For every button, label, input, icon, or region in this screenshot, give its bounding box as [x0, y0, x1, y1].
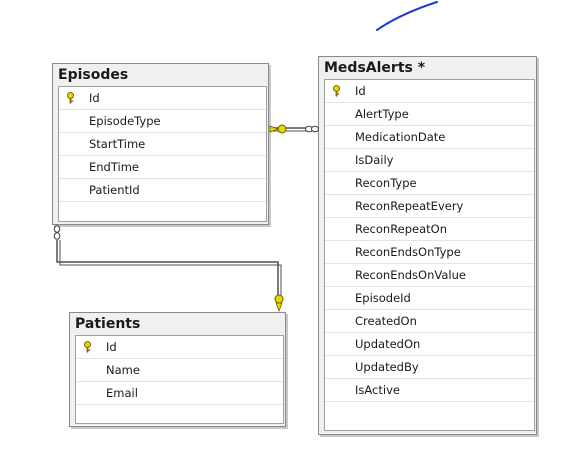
- column-label: EpisodeId: [355, 291, 411, 305]
- column-label: AlertType: [355, 107, 409, 121]
- column-row-alerttype[interactable]: AlertType: [325, 103, 534, 126]
- relationship-line: [56, 240, 279, 296]
- relationship-episodes-patients[interactable]: [53, 225, 284, 313]
- table-title[interactable]: MedsAlerts *: [324, 60, 426, 76]
- column-row-createdon[interactable]: CreatedOn: [325, 310, 534, 333]
- column-label: ReconEndsOnType: [355, 245, 461, 259]
- table-title[interactable]: Episodes: [58, 67, 129, 83]
- column-label: Id: [355, 84, 366, 98]
- column-label: MedicationDate: [355, 130, 446, 144]
- column-row-updatedon[interactable]: UpdatedOn: [325, 333, 534, 356]
- column-row-episodeid[interactable]: EpisodeId: [325, 287, 534, 310]
- table-title[interactable]: Patients: [75, 316, 141, 332]
- table-medsalerts[interactable]: MedsAlerts * Id AlertType MedicationDate…: [318, 56, 537, 435]
- column-row-id[interactable]: Id: [325, 80, 534, 103]
- key-icon: [84, 341, 91, 353]
- column-label: ReconEndsOnValue: [355, 268, 466, 282]
- column-row-updatedby[interactable]: UpdatedBy: [325, 356, 534, 379]
- column-row-medicationdate[interactable]: MedicationDate: [325, 126, 534, 149]
- column-label: IsDaily: [355, 153, 394, 167]
- column-row-starttime[interactable]: StartTime: [59, 133, 266, 156]
- column-grid: Id EpisodeType StartTime EndTime Patient…: [58, 86, 267, 222]
- column-grid: Id Name Email: [75, 335, 284, 424]
- table-episodes[interactable]: Episodes Id EpisodeType StartTime EndTim…: [52, 63, 269, 225]
- column-label: Id: [106, 340, 117, 354]
- relationship-episodes-medsalerts[interactable]: [269, 124, 319, 134]
- infinity-icon: [53, 225, 61, 240]
- key-icon: [333, 85, 340, 97]
- column-row-reconrepeaton[interactable]: ReconRepeatOn: [325, 218, 534, 241]
- column-row-name[interactable]: Name: [76, 359, 283, 382]
- key-icon: [67, 92, 74, 104]
- column-row-reconrepeatevery[interactable]: ReconRepeatEvery: [325, 195, 534, 218]
- column-label: EpisodeType: [89, 114, 161, 128]
- column-label: ReconRepeatEvery: [355, 199, 464, 213]
- column-row-recontype[interactable]: ReconType: [325, 172, 534, 195]
- column-label: PatientId: [89, 183, 140, 197]
- infinity-icon: [305, 125, 319, 133]
- table-patients[interactable]: Patients Id Name Email: [69, 312, 286, 427]
- key-icon: [274, 294, 284, 313]
- column-row-id[interactable]: Id: [59, 87, 266, 110]
- column-label: ReconRepeatOn: [355, 222, 448, 236]
- column-label: Name: [106, 363, 140, 377]
- column-label: Email: [106, 386, 138, 400]
- column-row-episodetype[interactable]: EpisodeType: [59, 110, 266, 133]
- column-label: UpdatedOn: [355, 337, 421, 351]
- column-label: Id: [89, 91, 100, 105]
- relationship-line: [59, 240, 282, 296]
- column-row-patientid[interactable]: PatientId: [59, 179, 266, 202]
- column-label: EndTime: [89, 160, 139, 174]
- column-row-isdaily[interactable]: IsDaily: [325, 149, 534, 172]
- column-label: StartTime: [89, 137, 146, 151]
- column-row-endtime[interactable]: EndTime: [59, 156, 266, 179]
- column-row-email[interactable]: Email: [76, 382, 283, 405]
- pen-stroke: [376, 1, 438, 31]
- column-row-reconendsontype[interactable]: ReconEndsOnType: [325, 241, 534, 264]
- column-row-reconendsonvalue[interactable]: ReconEndsOnValue: [325, 264, 534, 287]
- column-label: ReconType: [355, 176, 417, 190]
- column-label: IsActive: [355, 383, 400, 397]
- column-row-id[interactable]: Id: [76, 336, 283, 359]
- column-label: CreatedOn: [355, 314, 417, 328]
- column-row-isactive[interactable]: IsActive: [325, 379, 534, 402]
- key-icon: [269, 124, 287, 134]
- column-grid: Id AlertType MedicationDate IsDaily Reco…: [324, 79, 535, 431]
- column-label: UpdatedBy: [355, 360, 419, 374]
